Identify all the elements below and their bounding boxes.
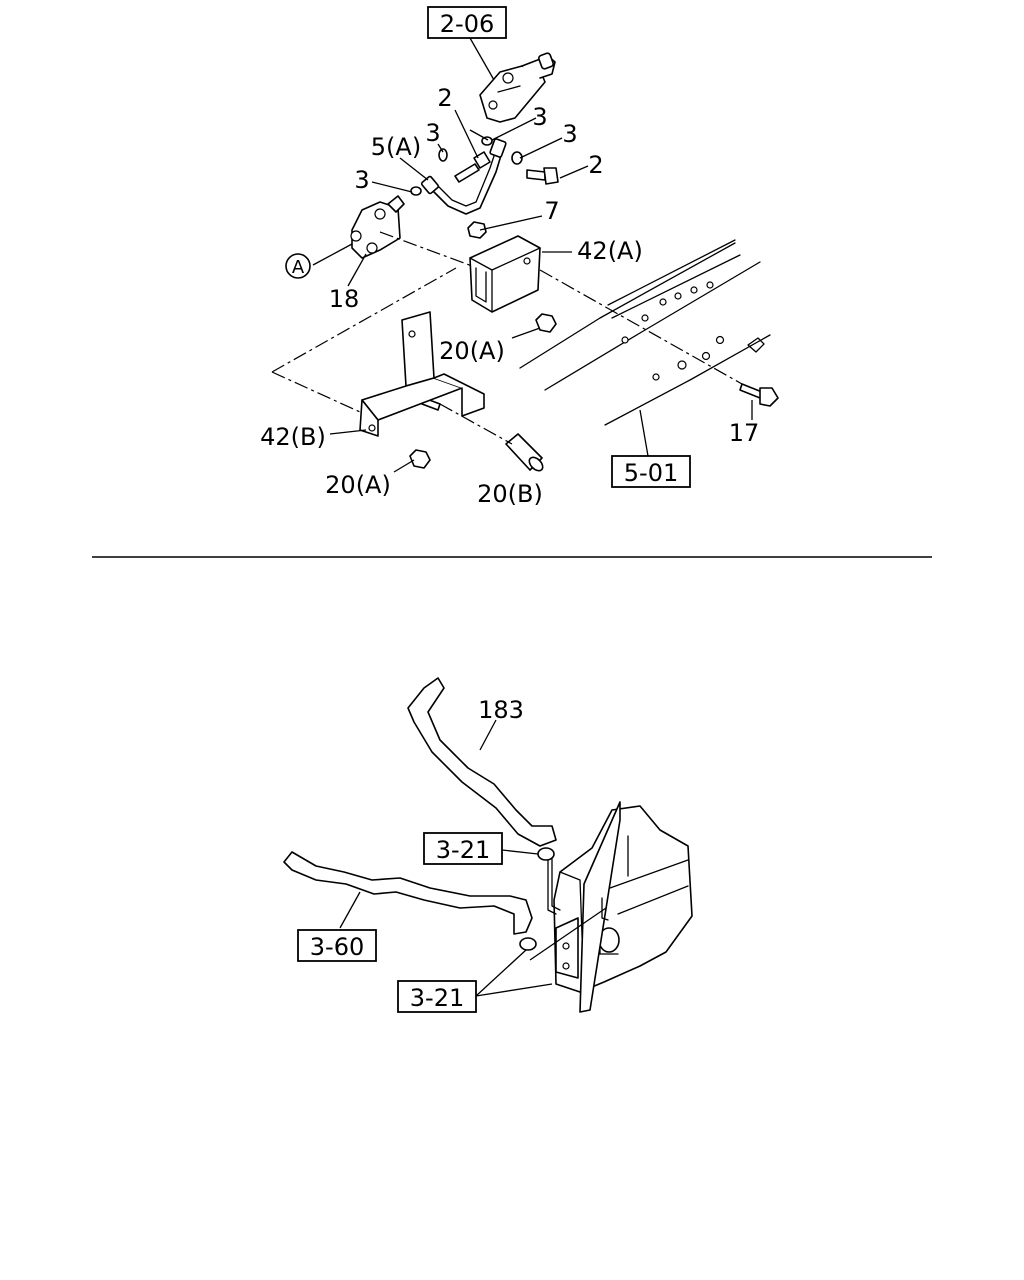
callout-3-upper-right: 3 <box>532 103 547 131</box>
bracket-18 <box>350 195 405 259</box>
leader-lines-bottom <box>339 719 607 997</box>
callout-2-right: 2 <box>588 151 603 179</box>
ref-box-2-06: 2-06 <box>427 6 507 39</box>
leader-lines <box>312 37 753 473</box>
callout-7: 7 <box>544 197 559 225</box>
callout-42b: 42(B) <box>260 423 326 451</box>
fasteners <box>409 136 779 472</box>
relay-box-42a <box>469 235 541 313</box>
frame-rail <box>519 239 771 426</box>
callout-20a-lower: 20(A) <box>325 471 391 499</box>
ref-label-5-01: 5-01 <box>624 459 678 487</box>
callout-3-right: 3 <box>562 120 577 148</box>
hose-183 <box>407 677 557 847</box>
ref-box-3-21-lower: 3-21 <box>397 980 477 1013</box>
ref-box-3-21-upper: 3-21 <box>423 832 503 865</box>
top-assembly <box>271 37 779 473</box>
alignment-lines <box>271 231 743 445</box>
callout-20a-upper: 20(A) <box>439 337 505 365</box>
callout-2-top: 2 <box>437 84 452 112</box>
callout-5a: 5(A) <box>371 133 421 161</box>
callout-42a: 42(A) <box>577 237 643 265</box>
reservoir-tank <box>519 801 693 1013</box>
ref-label-2-06: 2-06 <box>440 10 494 38</box>
brake-pipe <box>420 138 507 215</box>
ref-box-5-01: 5-01 <box>611 455 691 488</box>
callout-17: 17 <box>729 419 760 447</box>
ref-label-3-21-lower: 3-21 <box>410 984 464 1012</box>
hose-3-60 <box>283 851 533 935</box>
callout-20b: 20(B) <box>477 480 543 508</box>
callout-183: 183 <box>478 696 524 724</box>
callout-3-center: 3 <box>425 119 440 147</box>
bracket-42b <box>359 311 485 437</box>
valve-assembly <box>479 52 556 123</box>
marker-a-label: A <box>292 257 305 278</box>
ref-box-3-60: 3-60 <box>297 929 377 962</box>
ref-label-3-60: 3-60 <box>310 933 364 961</box>
callout-3-left: 3 <box>354 166 369 194</box>
marker-a: A <box>285 253 311 279</box>
bottom-assembly <box>283 677 693 1013</box>
callout-18: 18 <box>329 285 360 313</box>
ref-label-3-21-upper: 3-21 <box>436 836 490 864</box>
